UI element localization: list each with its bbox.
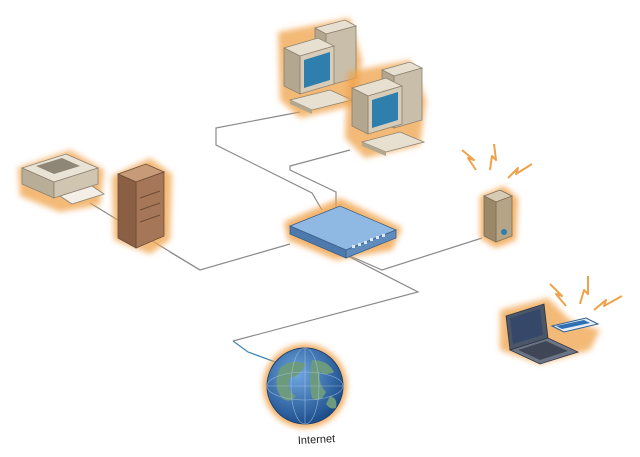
- printer: [18, 150, 105, 212]
- cable-internet-drop: [232, 340, 279, 364]
- wireless-access-point: [461, 143, 533, 248]
- cable-switch-accesspoint: [349, 237, 483, 271]
- cable-switch-internet: [232, 251, 420, 342]
- laptop: [500, 276, 623, 365]
- desktop-computer-1: [278, 18, 362, 118]
- internet-label: Internet: [298, 433, 336, 447]
- monitor-screen: [372, 92, 398, 128]
- server-tower: [112, 158, 172, 254]
- internet-globe: [263, 344, 347, 428]
- monitor-screen: [304, 52, 330, 88]
- network-switch: [284, 198, 402, 260]
- cable-desktop2-switch: [289, 149, 351, 210]
- desktop-computer-2: [345, 60, 426, 158]
- cable-server-switch: [169, 251, 201, 271]
- cable-desktop1-switch: [215, 111, 323, 211]
- wireless-signal-icon: [549, 276, 623, 311]
- wireless-signal-icon: [461, 143, 533, 179]
- laptop-screen: [510, 309, 543, 344]
